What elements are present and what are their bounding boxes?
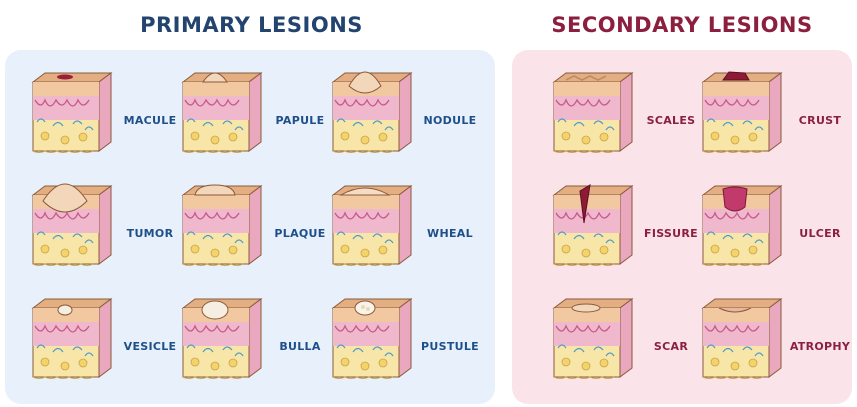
lesion-card-pustule: PUSTULE — [323, 296, 483, 386]
lesion-card-scales: SCALES — [544, 70, 704, 160]
macule-skin-illustration — [31, 72, 113, 153]
lesion-label: PAPULE — [275, 114, 325, 127]
lesion-card-crust: CRUST — [693, 70, 853, 160]
secondary-lesions-panel: SCALES CRUST FISSURE ULCER SCAR ATROPHY — [512, 50, 852, 404]
plaque-skin-illustration — [181, 184, 263, 266]
lesion-card-plaque: PLAQUE — [173, 183, 333, 273]
secondary-lesions-title: SECONDARY LESIONS — [551, 13, 813, 37]
lesion-card-wheal: WHEAL — [323, 183, 483, 273]
lesion-label: TUMOR — [126, 227, 174, 240]
lesion-label: NODULE — [423, 114, 477, 127]
fissure-skin-illustration — [552, 184, 634, 266]
scales-skin-illustration — [552, 72, 634, 153]
lesion-card-bulla: BULLA — [173, 296, 333, 386]
lesion-card-scar: SCAR — [544, 296, 704, 386]
lesion-card-vesicle: VESICLE — [23, 296, 183, 386]
lesion-label: ATROPHY — [789, 340, 851, 353]
lesion-label: VESICLE — [123, 340, 177, 353]
lesion-label: MACULE — [123, 114, 177, 127]
lesion-label: BULLA — [279, 340, 321, 353]
primary-lesions-title: PRIMARY LESIONS — [140, 13, 363, 37]
atrophy-skin-illustration — [701, 298, 783, 379]
lesion-label: SCAR — [653, 340, 689, 353]
lesion-label: SCALES — [646, 114, 696, 127]
tumor-skin-illustration — [31, 183, 113, 266]
pustule-skin-illustration — [331, 298, 413, 379]
lesion-card-ulcer: ULCER — [693, 183, 853, 273]
bulla-skin-illustration — [181, 298, 263, 379]
lesion-card-atrophy: ATROPHY — [693, 296, 853, 386]
lesion-card-fissure: FISSURE — [544, 183, 704, 273]
lesion-label: CRUST — [798, 114, 842, 127]
nodule-skin-illustration — [331, 71, 413, 153]
lesion-card-nodule: NODULE — [323, 70, 483, 160]
lesion-label: FISSURE — [644, 227, 698, 240]
lesion-card-papule: PAPULE — [173, 70, 333, 160]
lesion-label: WHEAL — [427, 227, 473, 240]
lesion-label: PUSTULE — [421, 340, 479, 353]
vesicle-skin-illustration — [31, 298, 113, 379]
wheal-skin-illustration — [331, 185, 413, 266]
papule-skin-illustration — [181, 72, 263, 153]
primary-lesions-panel: MACULE PAPULE NODULE TUMOR PLAQUE WHEAL … — [5, 50, 495, 404]
scar-skin-illustration — [552, 298, 634, 379]
lesion-card-macule: MACULE — [23, 70, 183, 160]
lesion-label: PLAQUE — [274, 227, 326, 240]
lesion-card-tumor: TUMOR — [23, 183, 183, 273]
lesion-label: ULCER — [799, 227, 841, 240]
ulcer-skin-illustration — [701, 185, 783, 266]
crust-skin-illustration — [701, 71, 783, 153]
